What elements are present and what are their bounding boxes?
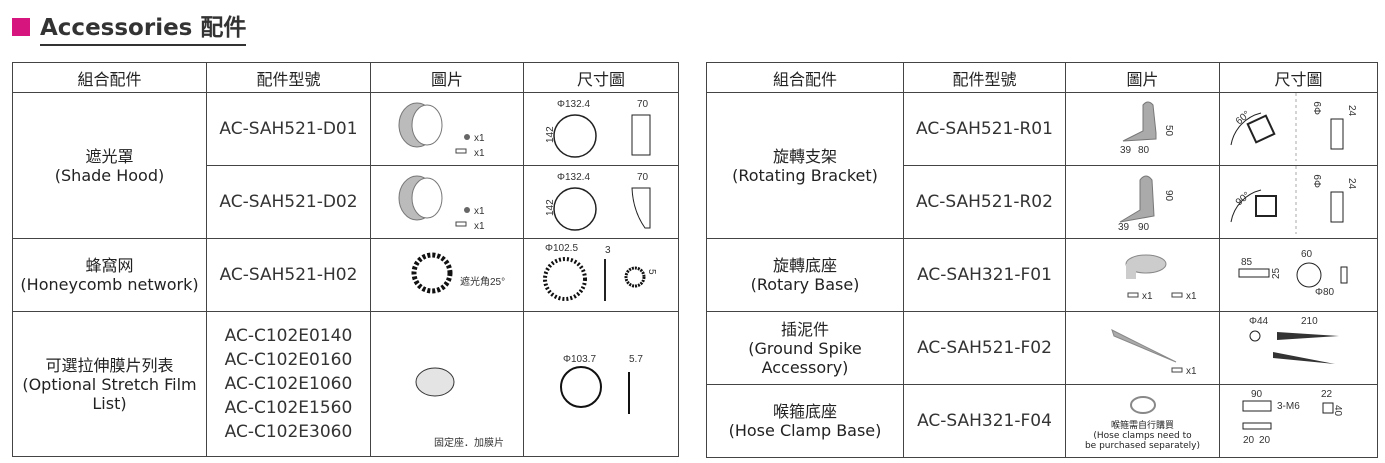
- svg-text:90: 90: [1163, 190, 1174, 202]
- shade-hood-dimension: Φ132.4 70 142: [523, 92, 679, 166]
- header-image: 圖片: [1065, 62, 1220, 93]
- honeycomb-image: 遮光角25°: [370, 238, 524, 312]
- rotary-base-name: 旋轉底座(Rotary Base): [706, 238, 904, 312]
- honeycomb-name: 蜂窩网(Honeycomb network): [12, 238, 207, 312]
- svg-text:70: 70: [637, 99, 649, 110]
- accessories-table-left: 組合配件配件型號圖片尺寸圖 遮光罩(Shade Hood) AC-SAH521-…: [12, 62, 679, 457]
- svg-text:5.7: 5.7: [629, 354, 643, 365]
- title-marker: [12, 18, 30, 36]
- header-image: 圖片: [370, 62, 524, 93]
- svg-text:x1: x1: [474, 221, 485, 232]
- hose-clamp-name: 喉箍底座(Hose Clamp Base): [706, 384, 904, 458]
- svg-text:x1: x1: [474, 206, 485, 217]
- svg-text:3: 3: [605, 245, 611, 256]
- bracket-image: 50 39 80: [1065, 92, 1220, 166]
- svg-text:210: 210: [1301, 316, 1318, 327]
- model-code: AC-SAH521-H02: [206, 238, 371, 312]
- model-code: AC-SAH321-F04: [903, 384, 1066, 458]
- svg-text:22: 22: [1321, 389, 1333, 400]
- ground-spike-dimension: Φ44 210: [1219, 311, 1378, 385]
- svg-text:Φ103.7: Φ103.7: [563, 354, 596, 365]
- svg-text:x1: x1: [474, 133, 485, 144]
- ground-spike-image: x1: [1065, 311, 1220, 385]
- ground-spike-name: 插泥件(Ground Spike Accessory): [706, 311, 904, 385]
- svg-text:x1: x1: [1142, 291, 1153, 302]
- header-combo: 組合配件: [12, 62, 207, 93]
- header-combo: 組合配件: [706, 62, 904, 93]
- model-code: AC-SAH521-D02: [206, 165, 371, 239]
- svg-text:3-M6: 3-M6: [1277, 401, 1300, 412]
- model-code: AC-SAH321-F01: [903, 238, 1066, 312]
- rotating-bracket-name: 旋轉支架(Rotating Bracket): [706, 92, 904, 239]
- svg-text:Φ9: Φ9: [1313, 174, 1324, 188]
- svg-text:25: 25: [1271, 267, 1282, 279]
- svg-text:142: 142: [545, 199, 556, 216]
- hose-clamp-dimension: 90 3-M6 22 40 20 20: [1219, 384, 1378, 458]
- svg-text:固定座．加膜片: 固定座．加膜片: [434, 436, 504, 449]
- model-code: AC-SAH521-R02: [903, 165, 1066, 239]
- svg-text:39: 39: [1118, 222, 1130, 233]
- svg-text:90: 90: [1251, 389, 1263, 400]
- svg-text:85: 85: [1241, 257, 1253, 268]
- svg-text:80: 80: [1138, 145, 1150, 156]
- svg-text:60°: 60°: [1234, 109, 1253, 127]
- svg-text:40: 40: [1332, 405, 1343, 417]
- svg-text:5: 5: [646, 269, 657, 275]
- svg-text:20: 20: [1259, 435, 1271, 446]
- svg-text:24: 24: [1346, 105, 1357, 117]
- film-dimension: Φ103.7 5.7: [523, 311, 679, 457]
- svg-text:20: 20: [1243, 435, 1255, 446]
- header-dimension: 尺寸圖: [1219, 62, 1378, 93]
- svg-text:50: 50: [1163, 125, 1174, 137]
- header-model: 配件型號: [903, 62, 1066, 93]
- svg-text:Φ80: Φ80: [1315, 287, 1335, 298]
- svg-text:90: 90: [1138, 222, 1150, 233]
- svg-text:39: 39: [1120, 145, 1132, 156]
- svg-text:Φ9: Φ9: [1313, 101, 1324, 115]
- svg-text:60: 60: [1301, 249, 1313, 260]
- svg-text:70: 70: [637, 172, 649, 183]
- svg-text:遮光角25°: 遮光角25°: [460, 275, 505, 288]
- film-name: 可選拉伸膜片列表(Optional Stretch Film List): [12, 311, 207, 457]
- header-model: 配件型號: [206, 62, 371, 93]
- bracket-dimension: 60° Φ9 24: [1219, 92, 1378, 166]
- svg-text:x1: x1: [1186, 291, 1197, 302]
- svg-text:x1: x1: [1186, 366, 1197, 377]
- honeycomb-dimension: Φ102.5 3 5: [523, 238, 679, 312]
- shade-hood-dimension-2: Φ132.4 70 142: [523, 165, 679, 239]
- svg-text:24: 24: [1346, 178, 1357, 190]
- header-dimension: 尺寸圖: [523, 62, 679, 93]
- svg-text:Φ102.5: Φ102.5: [545, 243, 578, 254]
- model-code: AC-SAH521-D01: [206, 92, 371, 166]
- svg-text:Φ44: Φ44: [1249, 316, 1269, 327]
- section-title: Accessories 配件: [12, 8, 247, 46]
- film-image: 固定座．加膜片: [370, 311, 524, 457]
- shade-hood-name: 遮光罩(Shade Hood): [12, 92, 207, 239]
- bracket-image-2: 90 39 90: [1065, 165, 1220, 239]
- svg-text:Φ132.4: Φ132.4: [557, 172, 590, 183]
- model-code: AC-SAH521-R01: [903, 92, 1066, 166]
- svg-text:Φ132.4: Φ132.4: [557, 99, 590, 110]
- accessories-table-right: 組合配件配件型號圖片尺寸圖 旋轉支架(Rotating Bracket) AC-…: [706, 62, 1378, 458]
- svg-text:x1: x1: [474, 148, 485, 159]
- rotary-base-image: x1 x1: [1065, 238, 1220, 312]
- model-code: AC-SAH521-F02: [903, 311, 1066, 385]
- svg-text:142: 142: [545, 126, 556, 143]
